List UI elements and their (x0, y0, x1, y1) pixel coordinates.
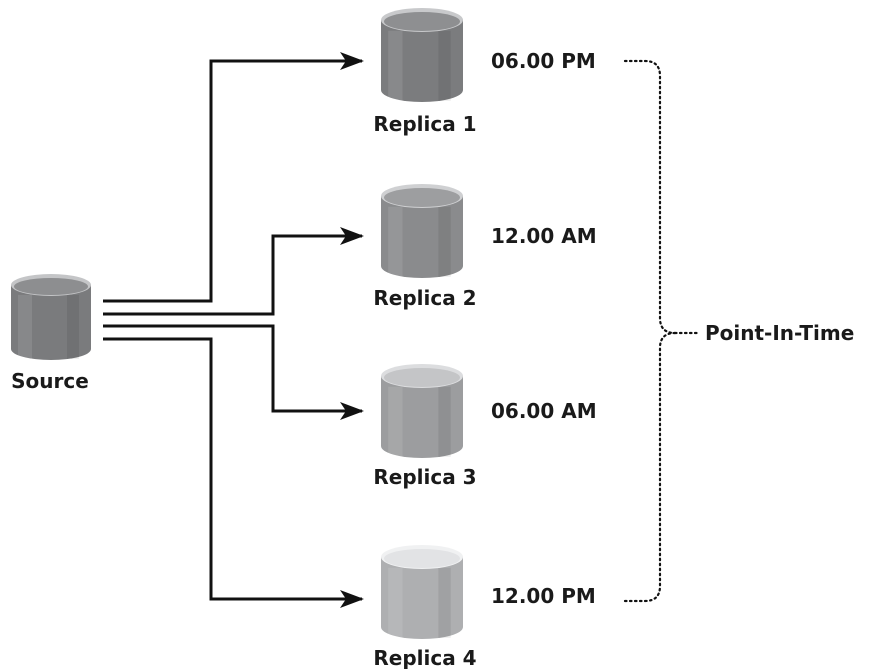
source-disk (11, 274, 91, 360)
connection-to-replica-2 (103, 227, 364, 316)
cylinder-body (381, 20, 463, 102)
replica-4-disk (381, 545, 463, 639)
replica-2-time: 12.00 AM (491, 224, 597, 248)
replica-4-label: Replica 4 (373, 646, 476, 669)
replica-1-time: 06.00 PM (491, 49, 596, 73)
cylinder-top (384, 12, 460, 31)
cylinder-top (384, 549, 460, 568)
connection-to-replica-1 (103, 52, 364, 303)
cylinder-top (384, 188, 460, 207)
source-label: Source (11, 369, 89, 393)
replica-3-time: 06.00 AM (491, 399, 597, 423)
replica-4-time: 12.00 PM (491, 584, 596, 608)
cylinder-body (381, 376, 463, 458)
bracket-upper-arm (623, 59, 677, 335)
replica-3-disk (381, 364, 463, 458)
bracket-lower-arm (623, 331, 677, 603)
cylinder-top (14, 278, 88, 295)
connection-lines (103, 52, 364, 608)
cylinder-body (381, 557, 463, 639)
connection-to-replica-4 (103, 337, 364, 608)
cylinder-top (384, 368, 460, 387)
replica-1-label: Replica 1 (373, 112, 476, 136)
replica-1-disk (381, 8, 463, 102)
cylinder-body (11, 285, 91, 360)
point-in-time-label: Point-In-Time (705, 321, 854, 345)
connection-to-replica-3 (103, 324, 364, 420)
replica-3-label: Replica 3 (373, 465, 476, 489)
point-in-time-bracket (623, 59, 702, 603)
replica-2-disk (381, 184, 463, 278)
replica-2-label: Replica 2 (373, 286, 476, 310)
cylinder-body (381, 196, 463, 278)
